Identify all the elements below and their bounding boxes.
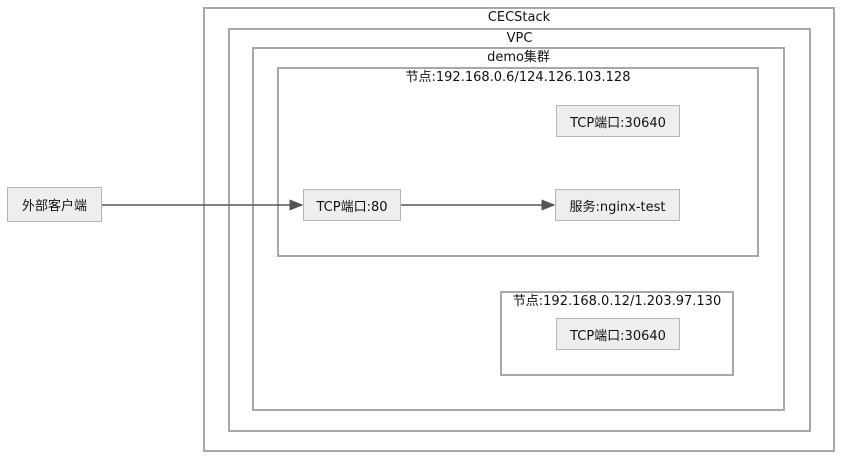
external-client-box: 外部客户端 xyxy=(7,187,102,222)
cecstack-label: CECStack xyxy=(487,10,551,25)
service-nginx-box: 服务:nginx-test xyxy=(555,189,680,221)
cluster-label: demo集群 xyxy=(487,50,550,65)
node2-port-30640-box: TCP端口:30640 xyxy=(556,318,680,350)
vpc-frame: VPC xyxy=(228,28,811,432)
cecstack-frame: CECStack xyxy=(203,7,835,452)
node1-frame: 节点:192.168.0.6/124.126.103.128 xyxy=(277,67,759,257)
node2-label: 节点:192.168.0.12/1.203.97.130 xyxy=(512,294,722,309)
node2-frame: 节点:192.168.0.12/1.203.97.130 xyxy=(500,291,734,376)
node1-port-80-box: TCP端口:80 xyxy=(303,189,401,221)
node1-label: 节点:192.168.0.6/124.126.103.128 xyxy=(405,70,631,85)
vpc-label: VPC xyxy=(506,31,533,46)
node1-port-30640-box: TCP端口:30640 xyxy=(556,105,680,137)
cluster-frame: demo集群 xyxy=(252,47,785,411)
